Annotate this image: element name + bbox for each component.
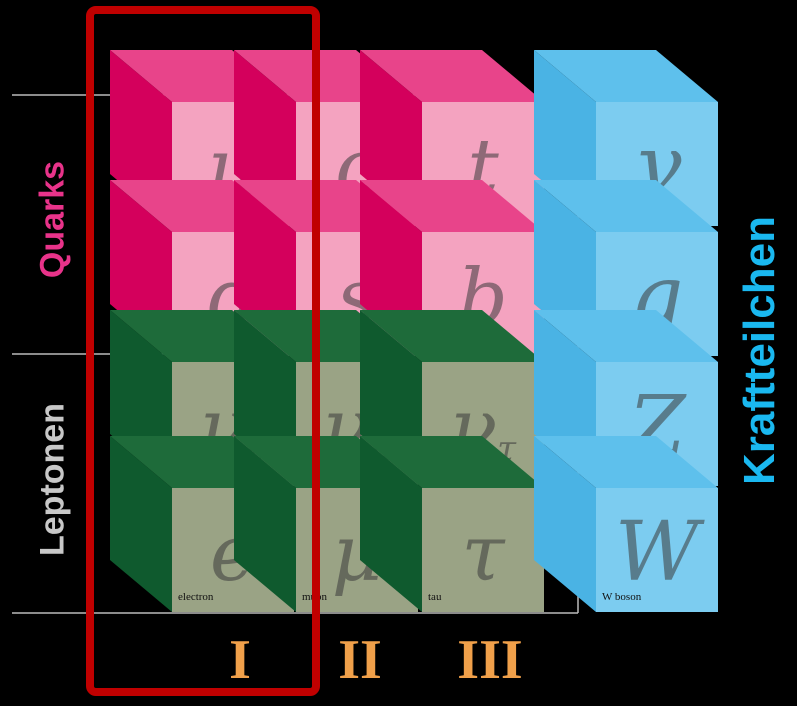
particle-cube-11: τ tau: [360, 436, 544, 612]
boson-name: W boson: [602, 591, 642, 603]
particle-name: tau: [428, 591, 442, 603]
particle-cube-5-top: [360, 180, 544, 232]
boson-cube-3-top: [534, 436, 718, 488]
particle-cube-11-side: [360, 436, 422, 612]
leptons-label: Leptonen: [33, 403, 72, 556]
boson-cube-0-top: [534, 50, 718, 102]
generation-one-highlight: [86, 6, 320, 696]
quarks-label: Quarks: [33, 160, 72, 279]
generation-label-3: III: [457, 629, 522, 691]
generation-label-2: II: [338, 629, 382, 691]
generation-label-1: I: [229, 629, 251, 691]
force-particles-label: Kraftteilchen: [735, 216, 784, 485]
particle-cube-10-side: [234, 436, 296, 612]
boson-cube-1-top: [534, 180, 718, 232]
particle-cube-9-side: [110, 436, 172, 612]
particle-cube-8-top: [360, 310, 544, 362]
boson-cube-3-face: [596, 488, 718, 612]
boson-cube-3-side: [534, 436, 596, 612]
particle-cube-2-top: [360, 50, 544, 102]
boson-cube-2-top: [534, 310, 718, 362]
boson-symbol: W: [615, 505, 705, 600]
particle-cube-11-face: [422, 488, 544, 612]
boson-cube-3: WW boson: [534, 436, 718, 612]
particle-name: electron: [178, 591, 214, 603]
particle-cube-11-top: [360, 436, 544, 488]
particle-symbol: τ: [461, 509, 506, 599]
